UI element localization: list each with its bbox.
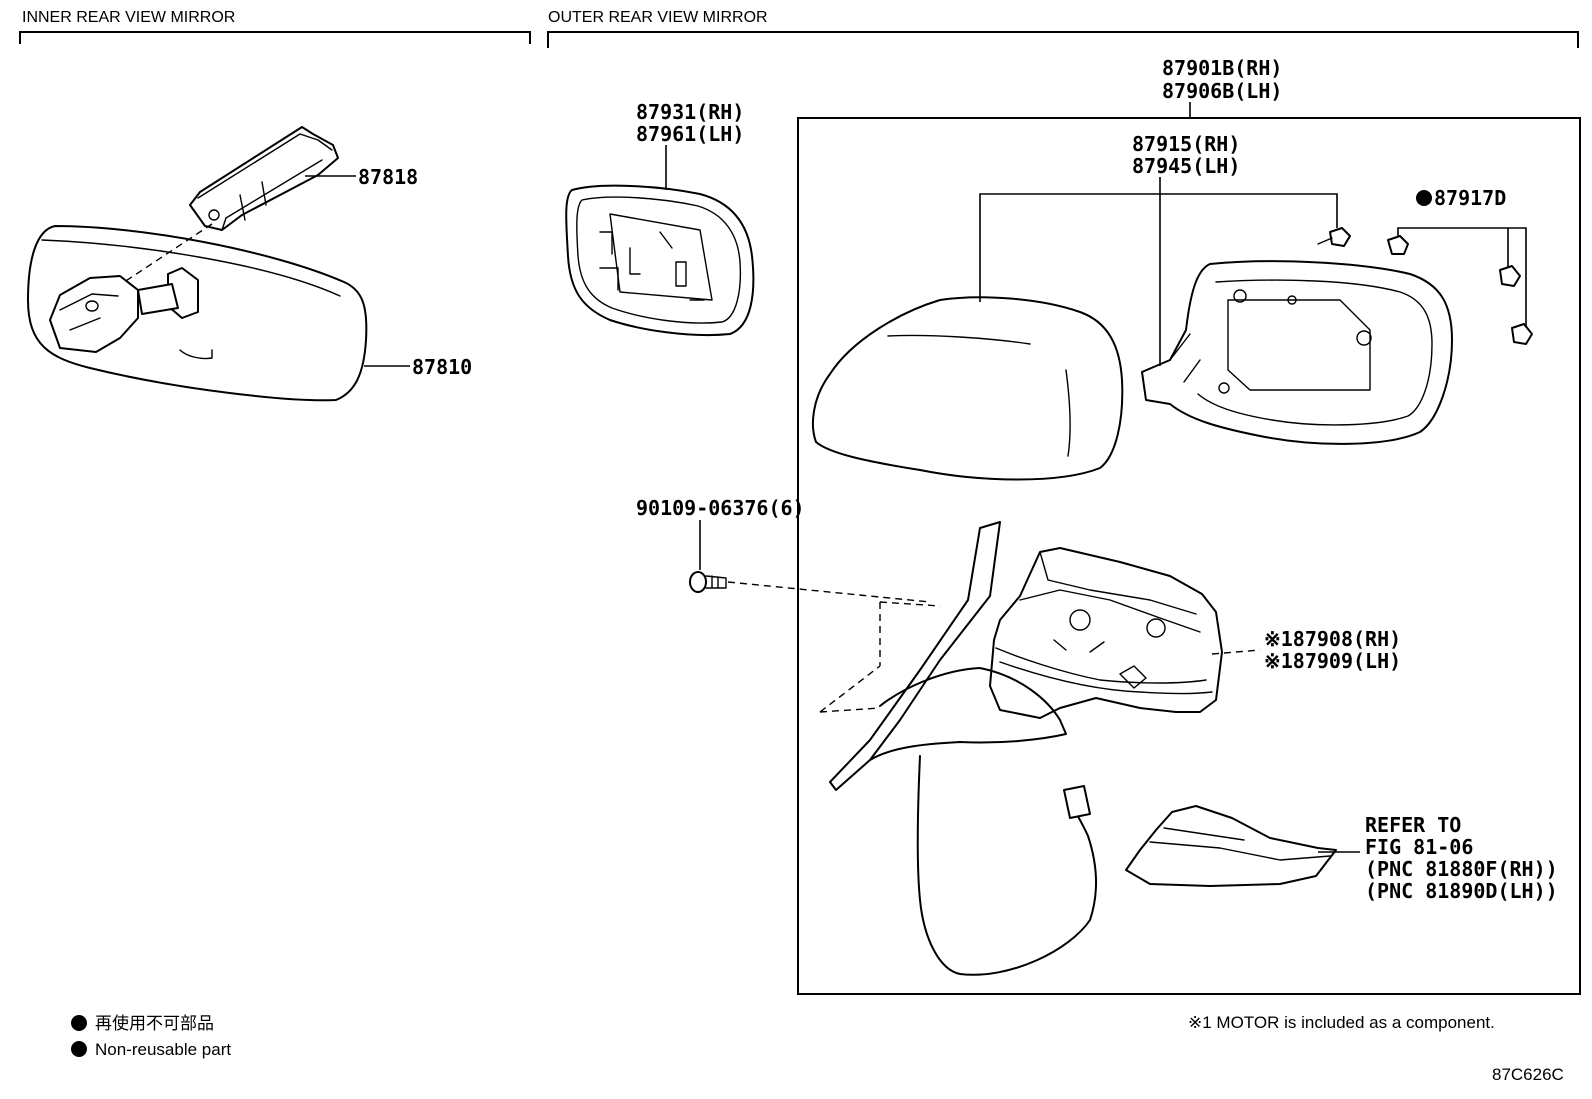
bolt-90109: [689, 571, 727, 593]
legend-jp: 再使用不可部品: [95, 1013, 214, 1033]
label-87945: 87945(LH): [1132, 154, 1240, 178]
inner-mirror-bracket-87818: [189, 126, 339, 231]
outer-mirror-assembly-frame: [797, 117, 1581, 995]
label-87901b: 87901B(RH): [1162, 56, 1282, 80]
label-87810: 87810: [412, 355, 472, 379]
figure-code: 87C626C: [1492, 1065, 1564, 1084]
mirror-base-bracket: [819, 521, 1097, 976]
label-87917d: 87917D: [1434, 186, 1506, 210]
mirror-housing-87915: [1141, 260, 1453, 445]
refer-line-2: FIG 81-06: [1365, 835, 1473, 859]
mirror-cover-87915: [811, 296, 1124, 481]
label-87931: 87931(RH): [636, 100, 744, 124]
non-reusable-marker-87917d: [1416, 190, 1432, 206]
leader-87908: [1211, 649, 1261, 655]
legend-bullet-en: [71, 1041, 87, 1057]
label-87915: 87915(RH): [1132, 132, 1240, 156]
section-bracket-outer: [547, 31, 1579, 48]
label-87961: 87961(LH): [636, 122, 744, 146]
mirror-glass-87931: [565, 184, 755, 337]
inner-mirror-body-87810: [27, 225, 368, 402]
label-87906b: 87906B(LH): [1162, 79, 1282, 103]
refer-line-4: (PNC 81890D(LH)): [1365, 879, 1558, 903]
cover-screw: [1317, 227, 1351, 247]
leader-87915-bracket: [979, 193, 1338, 302]
clip-87917d: [1387, 235, 1533, 345]
turn-signal-lamp: [1125, 805, 1337, 887]
label-87909: ※187909(LH): [1264, 649, 1401, 673]
motor-note: ※1 MOTOR is included as a component.: [1188, 1013, 1495, 1032]
label-90109: 90109-06376(6): [636, 496, 805, 520]
label-87908: ※187908(RH): [1264, 627, 1401, 651]
label-87818: 87818: [358, 165, 418, 189]
refer-line-3: (PNC 81880F(RH)): [1365, 857, 1558, 881]
section-title-outer: OUTER REAR VIEW MIRROR: [548, 9, 768, 26]
bolt-dash-line: [727, 581, 931, 603]
refer-line-1: REFER TO: [1365, 813, 1461, 837]
legend-bullet-jp: [71, 1015, 87, 1031]
legend-en: Non-reusable part: [95, 1040, 231, 1059]
mirror-motor-87908: [989, 547, 1223, 719]
section-title-inner: INNER REAR VIEW MIRROR: [22, 9, 235, 26]
section-bracket-inner: [19, 31, 531, 44]
